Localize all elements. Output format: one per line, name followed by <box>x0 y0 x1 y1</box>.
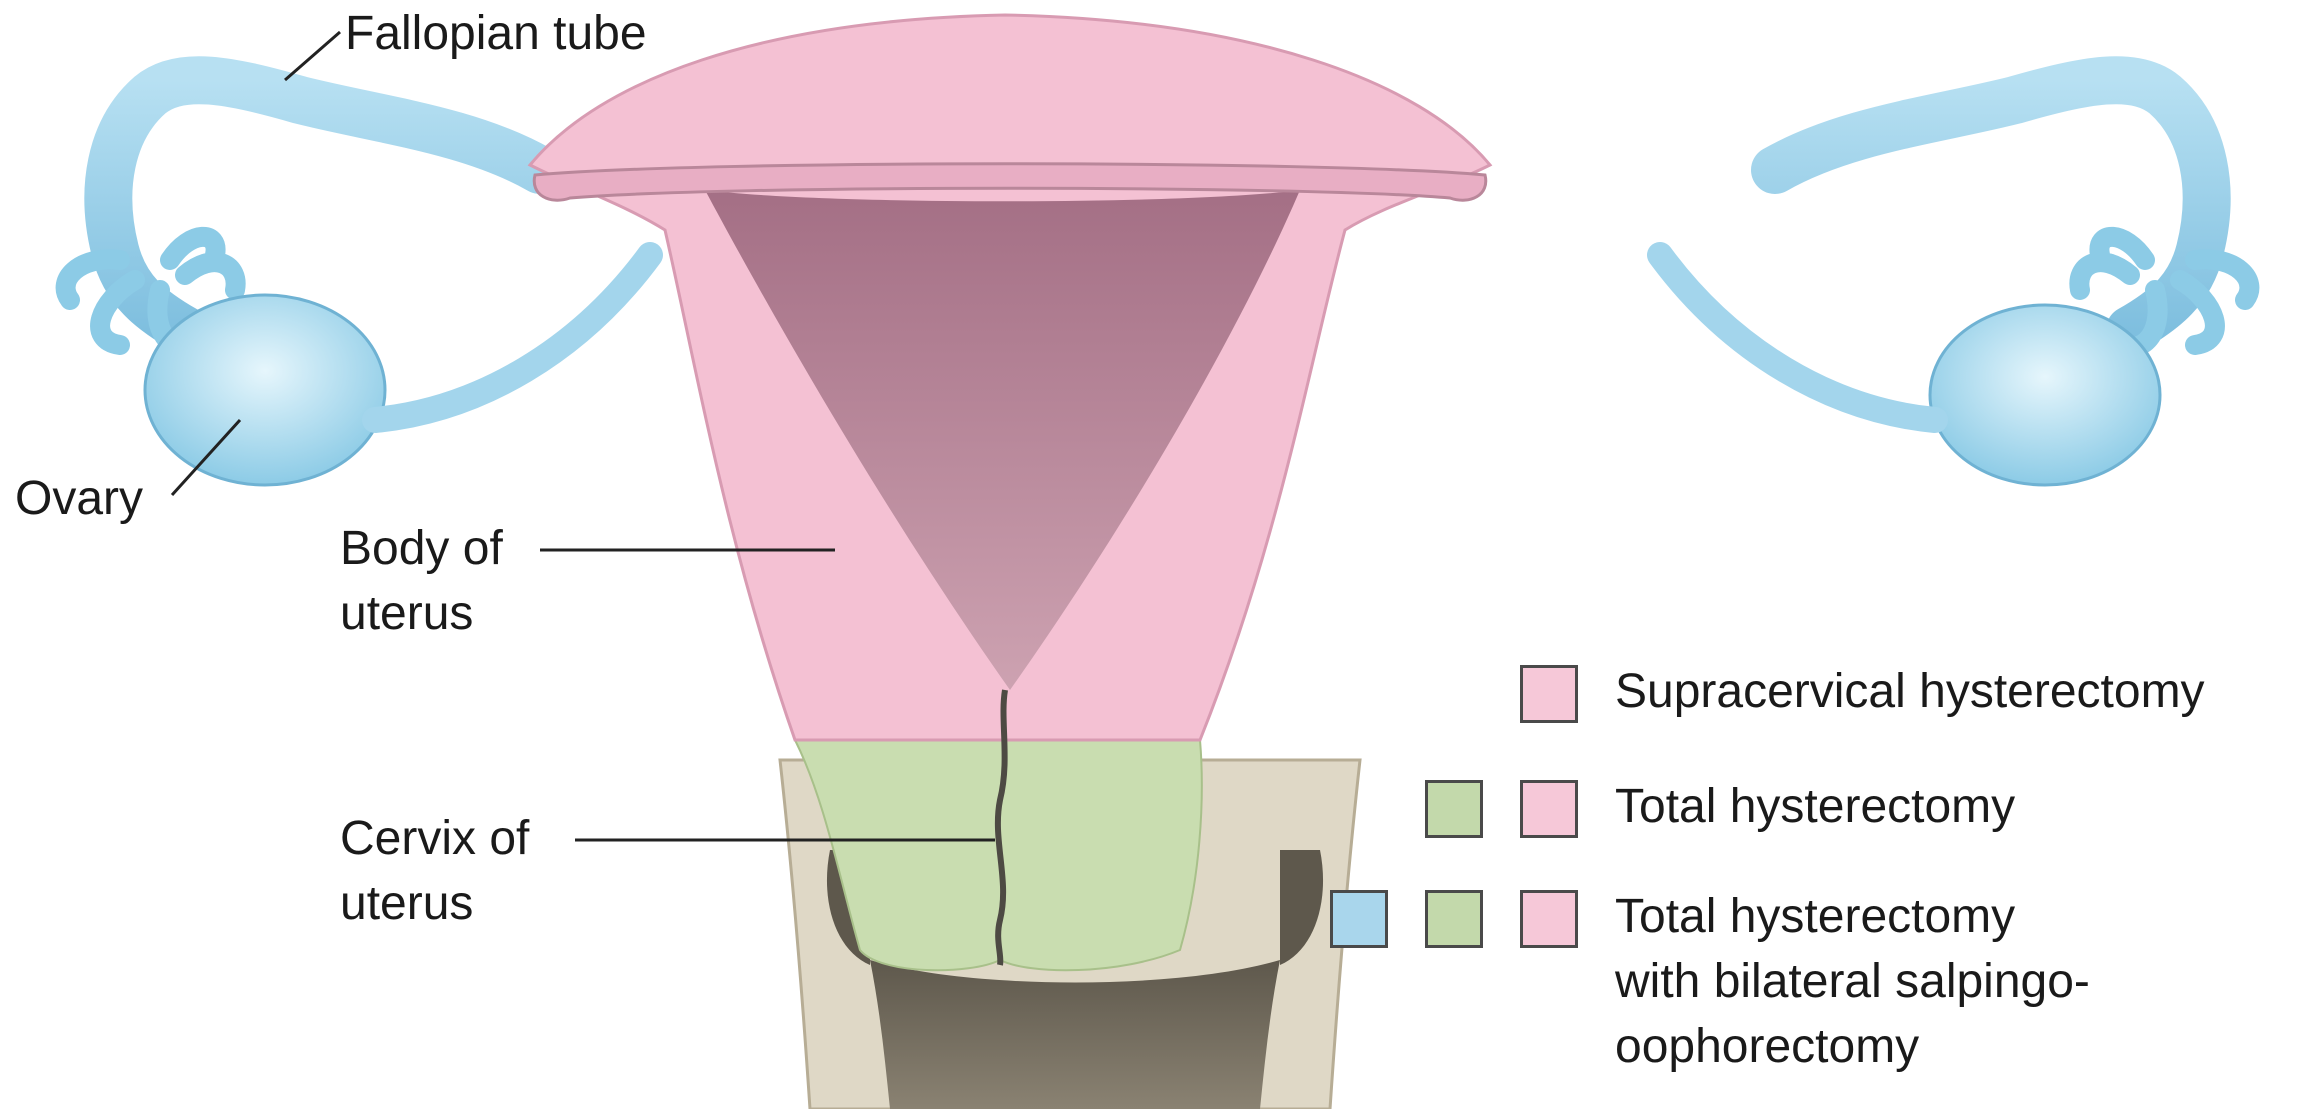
fallopian-tube-leader <box>285 32 340 80</box>
right-fallopian-tube <box>1775 80 2249 347</box>
label-fallopian-tube: Fallopian tube <box>345 5 647 63</box>
legend-total-bso-line3: oophorectomy <box>1615 1015 1919 1079</box>
legend-total: Total hysterectomy <box>1615 775 2015 839</box>
legend-swatch-pink <box>1520 665 1578 723</box>
legend-swatch-green <box>1425 890 1483 948</box>
legend-total-bso-line1: Total hysterectomy <box>1615 885 2015 949</box>
right-ovarian-ligament <box>1660 255 1935 420</box>
legend-total-bso-line2: with bilateral salpingo- <box>1615 950 2090 1014</box>
right-ovary <box>1930 305 2160 485</box>
legend-swatch-green <box>1425 780 1483 838</box>
legend-swatch-pink <box>1520 780 1578 838</box>
legend-swatch-pink <box>1520 890 1578 948</box>
label-body-line1: Body of <box>340 520 503 578</box>
legend-swatch-blue <box>1330 890 1388 948</box>
label-body-line2: uterus <box>340 585 473 643</box>
left-ovarian-ligament <box>375 255 650 420</box>
label-cervix-line1: Cervix of <box>340 810 529 868</box>
legend-supracervical: Supracervical hysterectomy <box>1615 660 2205 724</box>
left-ovary <box>145 295 385 485</box>
label-ovary: Ovary <box>15 470 143 528</box>
label-cervix-line2: uterus <box>340 875 473 933</box>
